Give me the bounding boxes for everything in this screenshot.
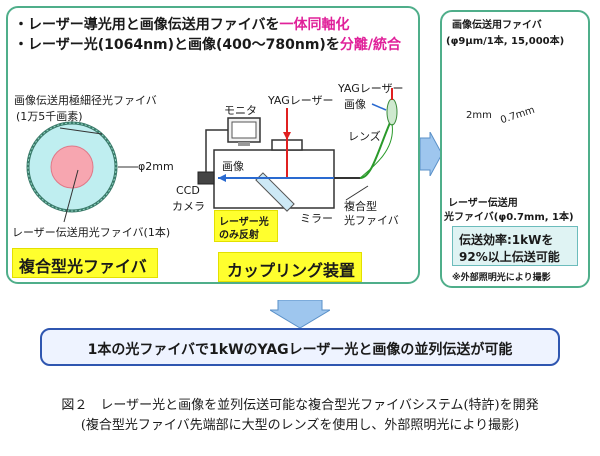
label-80um: 80μm xyxy=(544,154,573,165)
mirror xyxy=(255,172,295,212)
composite-fiber-label-1: 複合型 xyxy=(344,200,377,213)
laser-core-circle xyxy=(50,145,94,189)
real-image-1: 実 xyxy=(446,108,456,119)
composite-fiber-cross-section xyxy=(26,121,138,223)
result-text: 1本の光ファイバで1kWのYAGレーザー光と画像の並列伝送が可能 xyxy=(87,342,513,358)
bullet-1-text: ・レーザー導光用と画像伝送用ファイバを xyxy=(14,17,280,33)
lens-icon xyxy=(386,98,398,126)
bullet-2-highlight: 分離/統合 xyxy=(339,37,401,53)
composite-fiber-title-box: 複合型光ファイバ xyxy=(12,248,158,278)
result-box: 1本の光ファイバで1kWのYAGレーザー光と画像の並列伝送が可能 xyxy=(40,328,560,366)
ccd-camera-icon xyxy=(197,171,215,185)
monitor-label: モニタ xyxy=(224,104,257,117)
ccd-label: CCD xyxy=(176,184,200,197)
bullet-1-highlight: 一体同軸化 xyxy=(279,17,350,33)
mirror-label: ミラー xyxy=(300,212,333,225)
efficiency-line-1: 伝送効率:1kWを xyxy=(459,233,554,247)
image-fiber-title: 画像伝送用ファイバ xyxy=(452,20,542,31)
composite-fiber-title: 複合型光ファイバ xyxy=(19,257,147,276)
efficiency-box: 伝送効率:1kWを 92%以上伝送可能 xyxy=(452,226,578,266)
image-arrow-left xyxy=(218,174,226,182)
efficiency-line-2: 92%以上伝送可能 xyxy=(459,250,560,264)
caption-line-2: (複合型光ファイバ先端部に大型のレンズを使用し、外部照明光により撮影) xyxy=(80,418,520,433)
leader-composite-fiber xyxy=(345,185,369,201)
yag-laser-label-2: YAGレーザー xyxy=(338,82,404,95)
bullet-2-text: ・レーザー光(1064nm)と画像(400～780nm)を xyxy=(14,37,340,53)
reflect-note-2: のみ反射 xyxy=(219,230,259,241)
caption-line-1: 図２ レーザー光と画像を並列伝送可能な複合型光ファイバシステム(特許)を開発 xyxy=(61,398,539,413)
monitor-cable xyxy=(205,129,228,172)
image-label: 画像 xyxy=(222,160,244,173)
label-2mm: 2mm xyxy=(466,110,492,121)
bullet-line-1: ・レーザー導光用と画像伝送用ファイバを一体同軸化 xyxy=(14,14,349,34)
laser-fiber-right-2: 光ファイバ(φ0.7mm, 1本) xyxy=(444,212,574,223)
camera-label: カメラ xyxy=(172,200,205,213)
image-label-2: 画像 xyxy=(344,98,366,111)
monitor-icon xyxy=(227,117,261,146)
coupling-title-box: カップリング装置 xyxy=(218,252,362,282)
fiber-bundle-texture xyxy=(27,122,117,212)
leader-line-laser-fiber xyxy=(63,169,79,223)
laser-fiber-label: レーザー伝送用光ファイバ(1本) xyxy=(12,226,171,239)
composite-fiber-label-2: 光ファイバ xyxy=(344,214,399,227)
bullet-line-2: ・レーザー光(1064nm)と画像(400～780nm)を分離/統合 xyxy=(14,34,401,54)
leader-line-image-fiber xyxy=(59,127,103,135)
laser-fiber-right-1: レーザー伝送用 xyxy=(448,198,518,209)
arrow-down-icon xyxy=(270,300,330,328)
image-fiber-label: 画像伝送用極細径光ファイバ xyxy=(14,94,157,107)
laser-arrow-down xyxy=(283,132,291,140)
fiber-return xyxy=(359,123,393,179)
yag-laser-label: YAGレーザー xyxy=(268,94,334,107)
image-fiber-pixels: (1万5千画素) xyxy=(16,110,83,123)
image-in-beam xyxy=(371,103,387,111)
composite-fiber-line xyxy=(359,117,393,179)
lens-label: レンズ xyxy=(348,130,381,143)
coupling-title: カップリング装置 xyxy=(227,261,356,280)
real-image-3: 像 xyxy=(446,136,456,147)
reflect-note-box: レーザー光 のみ反射 xyxy=(214,210,278,242)
image-fiber-spec: (φ9μm/1本, 15,000本) xyxy=(446,36,565,47)
fiber-diameter-label: φ2mm xyxy=(138,160,174,173)
reflect-note-1: レーザー光 xyxy=(219,217,269,228)
arrow-right-icon xyxy=(420,132,442,176)
real-image-2: 映 xyxy=(446,122,456,133)
illumination-note: ※外部照明光により撮影 xyxy=(452,273,551,283)
